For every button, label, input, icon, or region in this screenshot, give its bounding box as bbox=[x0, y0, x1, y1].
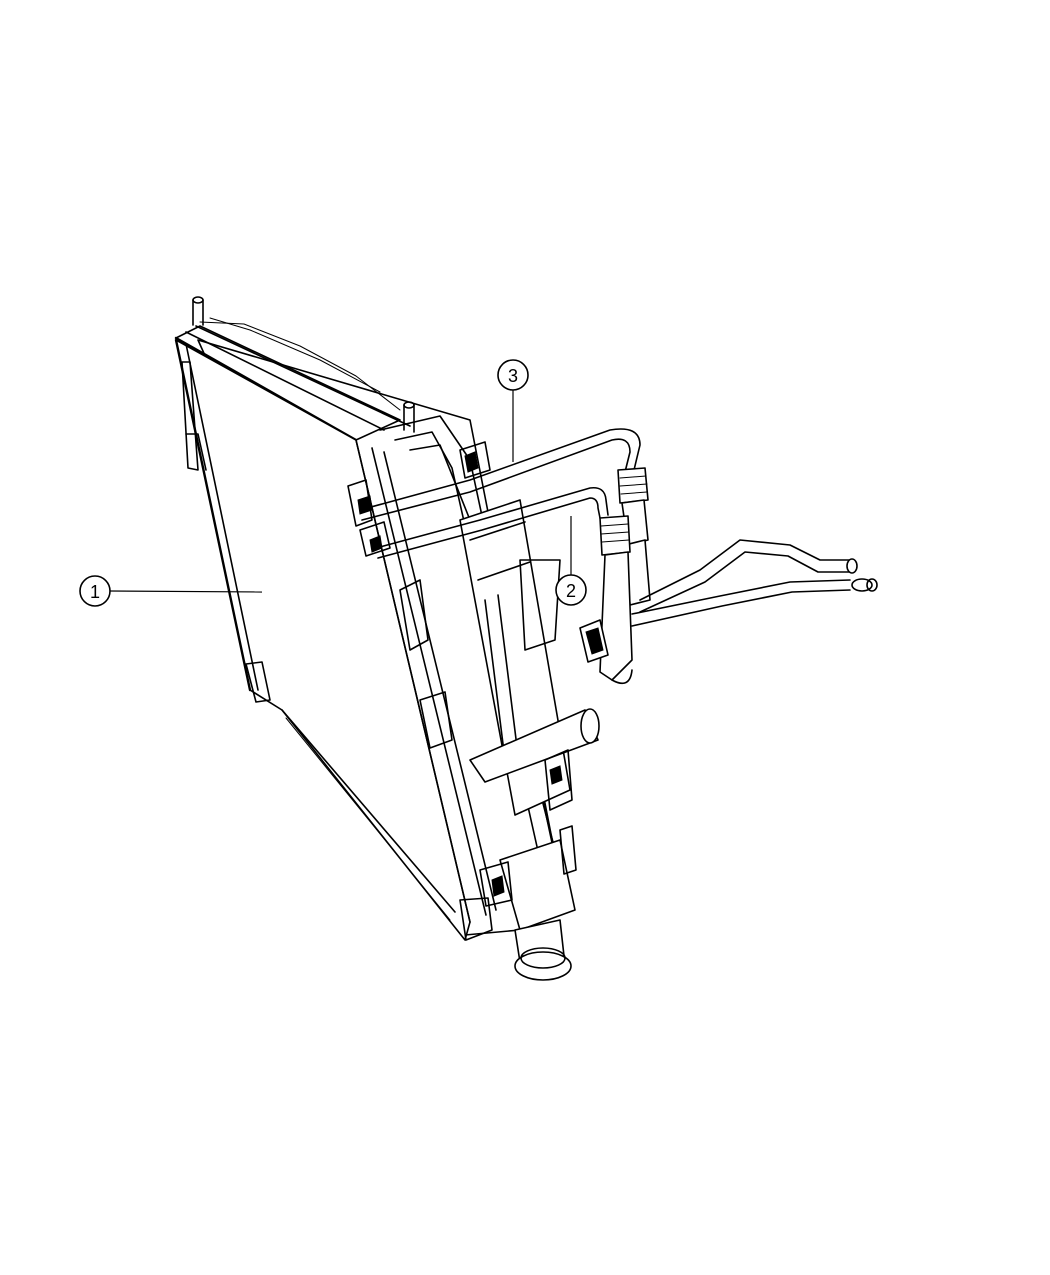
fan-shroud bbox=[347, 415, 600, 981]
callout-3: 3 bbox=[497, 359, 529, 462]
callout-2-label: 2 bbox=[566, 581, 576, 601]
lower-cooler-line[interactable] bbox=[375, 486, 878, 685]
callout-2: 2 bbox=[555, 516, 587, 606]
radiator-assembly[interactable] bbox=[174, 296, 561, 941]
upper-cooler-line[interactable] bbox=[359, 428, 858, 613]
callout-1-label: 1 bbox=[90, 582, 100, 602]
callout-1: 1 bbox=[79, 575, 263, 607]
callout-3-label: 3 bbox=[508, 366, 518, 386]
